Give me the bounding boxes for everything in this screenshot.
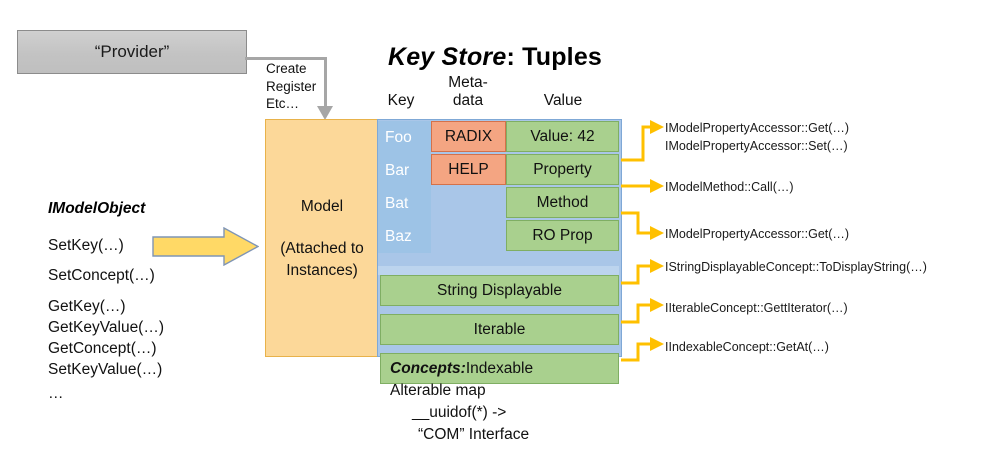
- concepts-note: Concepts: Alterable map __uuidof(*) -> “…: [390, 358, 660, 446]
- concepts-note-line-3: “COM” Interface: [418, 426, 530, 443]
- concepts-note-line-1: Alterable map: [390, 382, 486, 399]
- concept-row[interactable]: Iterable: [380, 314, 619, 345]
- page-title-rest: : Tuples: [506, 43, 603, 71]
- provider-label: “Provider”: [94, 42, 170, 61]
- model-sublabel: (Attached to Instances): [266, 238, 378, 282]
- list-item: SetKeyValue(…): [48, 361, 163, 378]
- list-item: GetKeyValue(…): [48, 319, 165, 336]
- list-item: GetKey(…): [48, 298, 126, 315]
- list-item: GetConcept(…): [48, 340, 157, 357]
- callout-arrowhead-icon: [650, 337, 664, 351]
- imodelobject-title: IModelObject: [48, 200, 146, 217]
- callout-line-property: [621, 125, 652, 162]
- concepts-note-line-2: __uuidof(*) ->: [412, 404, 507, 421]
- concept-row[interactable]: String Displayable: [380, 275, 619, 306]
- column-header-key: Key: [387, 92, 415, 109]
- table-row[interactable]: Baz: [378, 220, 431, 253]
- annotation-label: IModelPropertyAccessor::Get(…): [665, 121, 850, 135]
- model-sublabel-line-2: Instances): [286, 262, 358, 279]
- list-item: SetConcept(…): [48, 267, 155, 284]
- model-sublabel-line-1: (Attached to: [280, 240, 364, 257]
- model-label: Model: [300, 198, 344, 215]
- column-header-metadata: Meta- data: [432, 74, 504, 110]
- callout-line-iterable: [621, 303, 652, 324]
- value-cell[interactable]: RO Prop: [506, 220, 619, 251]
- connector-label-line-3: Etc…: [266, 96, 300, 111]
- annotation-label: IModelMethod::Call(…): [665, 180, 794, 194]
- table-separator-band: [378, 266, 619, 275]
- annotation-label: IStringDisplayableConcept::ToDisplayStri…: [665, 260, 927, 274]
- callout-line-roprop: [621, 211, 652, 235]
- provider-connector-vertical: [324, 57, 327, 109]
- list-item: SetKey(…): [48, 237, 124, 254]
- callout-arrowhead-icon: [650, 226, 664, 240]
- provider-connector-arrowhead-icon: [317, 106, 333, 120]
- connector-label-line-2: Register: [266, 78, 317, 94]
- table-row[interactable]: Bar: [378, 154, 431, 187]
- key-store-table: Foo Bar Bat Baz RADIX HELP Value: 42 Pro…: [377, 119, 622, 384]
- callout-arrowhead-icon: [650, 179, 664, 193]
- provider-box[interactable]: “Provider”: [17, 30, 247, 74]
- callout-arrowhead-icon: [650, 120, 664, 134]
- flow-arrow-icon: [152, 227, 259, 266]
- callout-line-stringdisplayable: [621, 264, 652, 285]
- provider-connector-horizontal: [245, 57, 327, 60]
- connector-label: Create Register Etc…: [266, 60, 336, 113]
- annotation-label: IIterableConcept::GettIterator(…): [665, 301, 848, 315]
- concept-row[interactable]: Indexable: [380, 353, 619, 384]
- callout-arrowhead-icon: [650, 259, 664, 273]
- concepts-note-header: Concepts:: [390, 360, 466, 377]
- column-header-metadata-line-1: Meta-: [448, 74, 488, 91]
- callout-arrowhead-icon: [650, 298, 664, 312]
- value-cell[interactable]: Value: 42: [506, 121, 619, 152]
- list-item: …: [48, 385, 64, 402]
- model-box[interactable]: Model (Attached to Instances): [265, 119, 379, 357]
- column-header-value: Value: [543, 92, 583, 109]
- table-row[interactable]: Bat: [378, 187, 431, 220]
- annotation-label: IModelPropertyAccessor::Set(…): [665, 139, 848, 153]
- annotation-label: IIndexableConcept::GetAt(…): [665, 340, 829, 354]
- column-header-metadata-line-2: data: [452, 92, 484, 109]
- metadata-cell[interactable]: RADIX: [431, 121, 506, 152]
- annotation-label: IModelPropertyAccessor::Get(…): [665, 227, 850, 241]
- table-row[interactable]: Foo: [378, 121, 431, 154]
- value-cell[interactable]: Method: [506, 187, 619, 218]
- value-cell[interactable]: Property: [506, 154, 619, 185]
- page-title: Key Store: Tuples: [330, 43, 660, 72]
- metadata-cell[interactable]: HELP: [431, 154, 506, 185]
- page-title-emphasis: Key Store: [387, 43, 507, 71]
- connector-label-line-1: Create: [266, 61, 307, 76]
